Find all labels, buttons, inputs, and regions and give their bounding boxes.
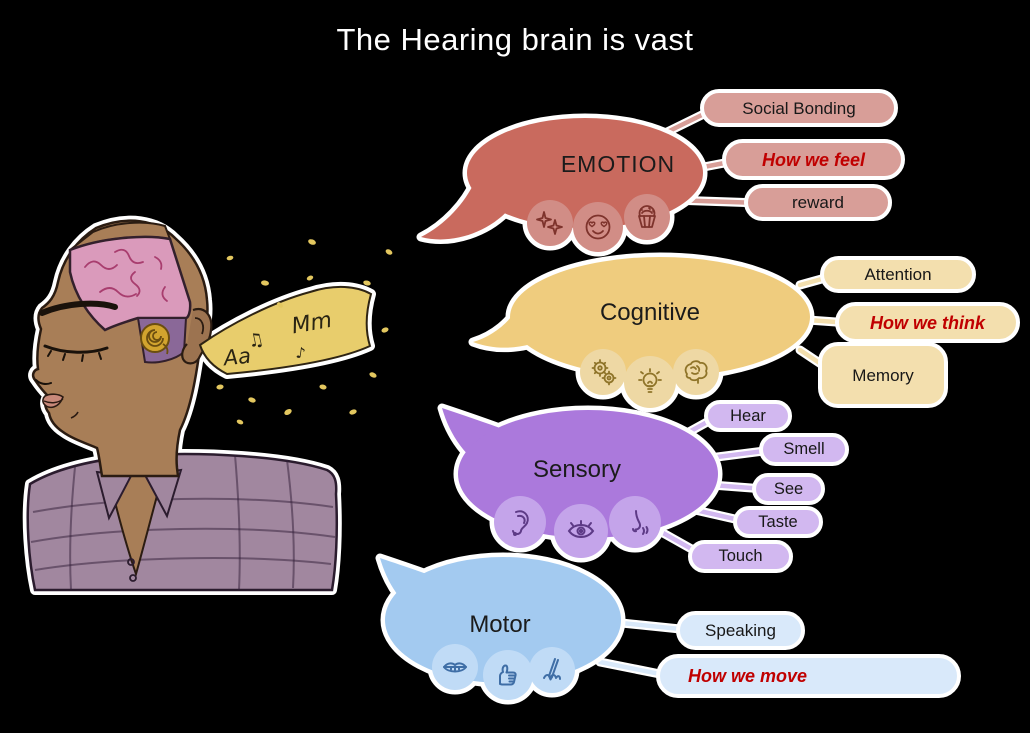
callout-speaking: Speaking bbox=[676, 611, 805, 650]
heart-eyes-face-icon bbox=[585, 214, 611, 240]
cognitive-brain-shape bbox=[465, 242, 815, 417]
emotion-label: EMOTION bbox=[560, 151, 676, 177]
page-title: The Hearing brain is vast bbox=[336, 22, 694, 57]
callout-attention: Attention bbox=[820, 256, 976, 293]
emotion-brain-shape bbox=[415, 105, 710, 260]
cognitive-label: Cognitive bbox=[599, 299, 701, 326]
inner-ear-window bbox=[136, 317, 188, 364]
nose-icon bbox=[632, 510, 649, 535]
motor-label: Motor bbox=[469, 611, 531, 638]
closed-eye bbox=[43, 344, 109, 354]
callout-memory: Memory bbox=[818, 342, 948, 408]
brain-icon bbox=[684, 360, 708, 384]
callout-hear: Hear bbox=[704, 400, 792, 432]
callout-how-we-move: How we move bbox=[656, 654, 961, 698]
sensory-brain-shape bbox=[428, 398, 733, 573]
callout-reward: reward bbox=[744, 184, 892, 221]
cochlea-icon bbox=[140, 323, 170, 355]
callout-smell: Smell bbox=[759, 433, 849, 466]
gears-icon bbox=[591, 359, 617, 386]
callout-see: See bbox=[752, 473, 825, 505]
plaid-shirt bbox=[26, 452, 339, 592]
head-profile bbox=[31, 219, 213, 478]
lips bbox=[42, 393, 64, 409]
writing-hand-icon bbox=[543, 658, 561, 681]
motor-brain-shape bbox=[368, 542, 633, 717]
music-note-icon: ♪ bbox=[295, 343, 307, 362]
eyebrow bbox=[39, 300, 118, 316]
facial-features bbox=[35, 300, 118, 385]
ear-icon bbox=[512, 510, 529, 536]
eye-icon bbox=[567, 520, 595, 538]
ear bbox=[181, 308, 213, 365]
callout-touch: Touch bbox=[688, 540, 793, 573]
cupcake-icon bbox=[638, 205, 656, 228]
nostril bbox=[35, 379, 52, 385]
sound-dots bbox=[216, 239, 393, 425]
lightbulb-icon bbox=[638, 368, 662, 393]
callout-how-we-think: How we think bbox=[835, 302, 1020, 343]
music-note-icon: ♫ bbox=[246, 329, 266, 353]
callout-social-bonding: Social Bonding bbox=[700, 89, 898, 127]
callout-taste: Taste bbox=[733, 506, 823, 538]
fist-icon bbox=[499, 664, 517, 686]
sensory-label: Sensory bbox=[532, 456, 622, 483]
sound-banner: Aa Mm ♫ ♪ bbox=[199, 285, 372, 375]
banner-letters-aa: Aa bbox=[220, 344, 252, 371]
callout-how-we-feel: How we feel bbox=[722, 139, 905, 180]
mouth-icon bbox=[443, 662, 467, 673]
sparkles-icon bbox=[536, 211, 563, 235]
person-illustration: Aa Mm ♫ ♪ bbox=[5, 212, 393, 733]
